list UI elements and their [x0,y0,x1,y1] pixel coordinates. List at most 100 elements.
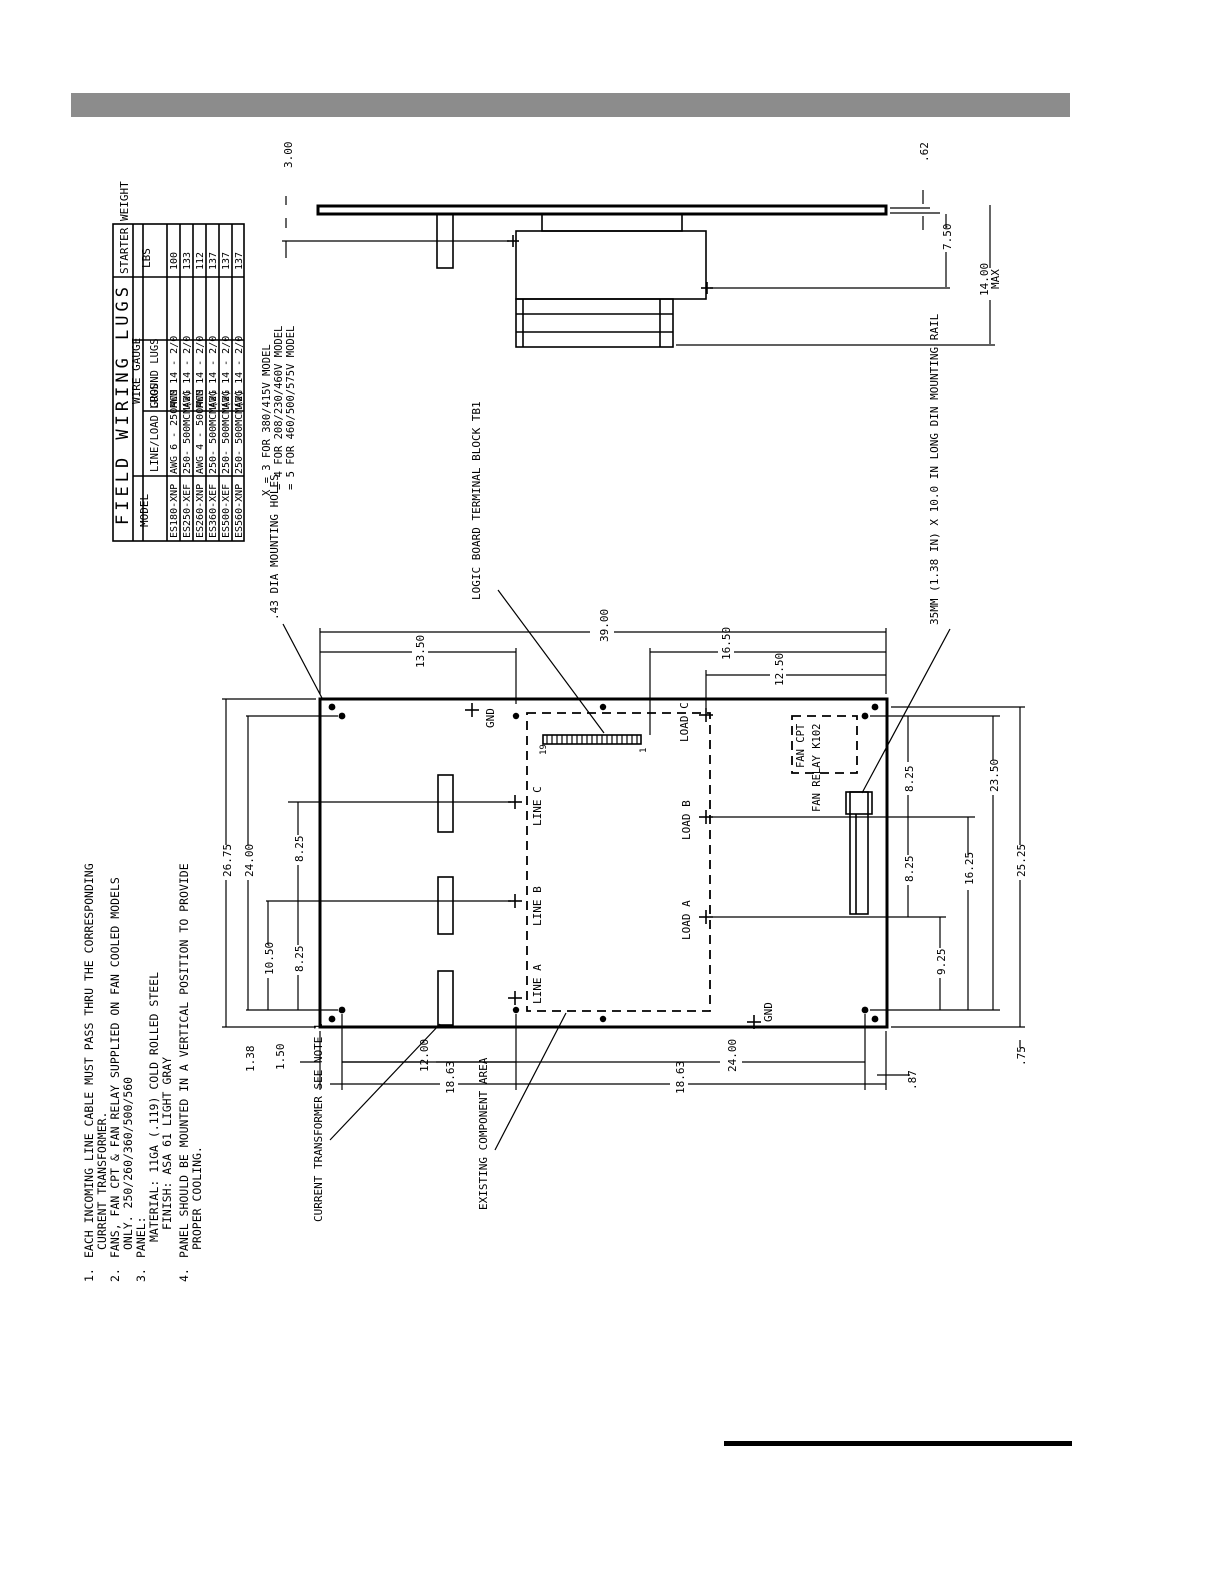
row-6-line-load: 250- 500MCM(2) [234,390,245,474]
row-6-model: ES560-XNP [234,484,245,538]
label-fan-relay: FAN RELAY K102 [811,723,823,812]
terminal-block-pins [546,735,638,744]
table-header-weight: STARTER WEIGHT [118,181,131,274]
table-row: ES560-XNP 250- 500MCM(2) AWG 14 - 2/0 13… [234,252,245,538]
notes: 1. EACH INCOMING LINE CABLE MUST PASS TH… [82,863,204,1282]
dim-18-63-a: 18.63 [444,1061,457,1094]
dim-9-25: 9.25 [935,949,948,976]
callout-existing-area: EXISTING COMPONENT AREA [477,1057,490,1210]
note-4-line-1: PANEL SHOULD BE MOUNTED IN A VERTICAL PO… [177,863,191,1258]
row-5-weight: 137 [221,252,232,270]
dim-side-max: MAX [989,269,1002,289]
label-load-a: LOAD A [680,900,693,940]
table-row: ES180-XNP AWG 6 - 250MCM AWG 14 - 2/0 10… [169,252,180,538]
table-title: FIELD WIRING LUGS [113,283,133,525]
row-2-weight: 133 [182,252,193,270]
label-load-b: LOAD B [680,800,693,840]
voltage-note-1: X = 3 FOR 380/415V MODEL [261,344,273,496]
row-3-model: ES260-XNP [195,484,206,538]
table-header-model: MODEL [138,494,151,527]
table-row: ES500-XEF 250- 500MCM(2) AWG 14 - 2/0 13… [221,252,232,538]
row-2-ground: AWG 14 - 2/0 [182,336,193,408]
dim-8-25-d: 8.25 [903,856,916,883]
row-6-weight: 137 [234,252,245,270]
dim-18-63-b: 18.63 [674,1061,687,1094]
dim-26-75: 26.75 [221,844,234,877]
row-2-model: ES250-XEF [182,484,193,538]
note-2-num: 2. [108,1268,122,1282]
note-2-line-1: FANS, FAN CPT & FAN RELAY SUPPLIED ON FA… [108,877,122,1258]
dim-8-25-c: 8.25 [903,766,916,793]
dimension-labels: 39.00 13.50 16.50 12.50 26.75 24.00 8.25… [221,609,1028,1094]
current-transformer-a [437,970,454,1026]
existing-component-area [526,712,711,1012]
dim-side-7-50: 7.50 [941,224,954,251]
note-3-line-1: PANEL: [134,1216,148,1258]
dim-25-25: 25.25 [1015,844,1028,877]
row-4-model: ES360-XEF [208,484,219,538]
dimension-lines [222,628,1025,1090]
row-1-model: ES180-XNP [169,484,180,538]
row-6-ground: AWG 14 - 2/0 [234,336,245,408]
dim-side-62: .62 [918,142,931,162]
dim-12-00: 12.00 [418,1039,431,1072]
dim-10-50: 10.50 [263,942,276,975]
callout-mounting-holes: .43 DIA MOUNTING HOLES [268,474,281,620]
label-gnd-top: GND [484,708,497,728]
row-4-weight: 137 [208,252,219,270]
row-1-weight: 100 [169,252,180,270]
header-bar [71,93,1070,117]
tb-pin-1: 1 [639,748,649,753]
dim-8-25-b: 8.25 [293,946,306,973]
label-line-b: LINE B [531,886,544,926]
table-header-wire-gauge: WIRE GAUGE [130,338,143,404]
row-5-model: ES500-XEF [221,484,232,538]
voltage-note-2: = 4 FOR 208/230/460V MODEL [273,326,285,490]
table-header-ground: GROUND LUGS [149,338,161,408]
dim-16-25: 16.25 [963,852,976,885]
dim-12-50: 12.50 [773,653,786,686]
front-view: 19 1 GND GND LINE C LINE B LINE A LOAD B… [318,697,889,1029]
callout-din-rail: 35MM (1.38 IN) X 10.0 IN LONG DIN MOUNTI… [928,313,941,625]
note-4-line-2: PROPER COOLING. [190,1146,204,1250]
callout-current-transformer: CURRENT TRANSFORMER SEE NOTE 1 [312,1023,325,1222]
row-4-line-load: 250- 500MCM(2) [208,390,219,474]
row-4-ground: AWG 14 - 2/0 [208,336,219,408]
dim-side-14-00: 14.00 [978,263,991,296]
tb-pin-19: 19 [539,744,549,755]
table-row: ES250-XEF 250- 500MCM(2) AWG 14 - 2/0 13… [182,252,193,538]
note-1-line-1: EACH INCOMING LINE CABLE MUST PASS THRU … [82,863,96,1258]
table-header-weight-unit: LBS [140,248,153,268]
dim-24-00-left: 24.00 [243,844,256,877]
din-rail [849,791,869,915]
current-transformer-b [437,876,454,935]
note-1-num: 1. [82,1268,96,1282]
dim-1-50: 1.50 [274,1044,287,1071]
table-row: ES260-XNP AWG 4 - 500MCM AWG 14 - 2/0 11… [195,252,206,538]
dim-24-00-bottom: 24.00 [726,1039,739,1072]
note-2-line-2: ONLY. 250/260/360/500/560 [121,1077,135,1250]
fan-cpt-box [791,715,858,774]
current-transformer-c [437,774,454,833]
callouts: .43 DIA MOUNTING HOLES LOGIC BOARD TERMI… [268,313,951,1222]
dim-side-3-00: 3.00 [282,142,295,169]
label-line-c: LINE C [531,786,544,826]
label-line-a: LINE A [531,964,544,1004]
row-3-line-load: AWG 4 - 500MCM [195,390,206,474]
field-wiring-table: FIELD WIRING LUGS MODEL WIRE GAUGE LINE/… [112,181,245,542]
row-1-ground: AWG 14 - 2/0 [169,336,180,408]
dim-23-50: 23.50 [988,759,1001,792]
dim-13-50: 13.50 [414,635,427,668]
label-gnd-bottom: GND [762,1002,775,1022]
table-header-line-load: LINE/LOAD LUGS [149,383,161,472]
note-3-num: 3. [134,1268,148,1282]
callout-logic-board: LOGIC BOARD TERMINAL BLOCK TB1 [470,401,483,600]
panel-outline [318,697,889,1029]
row-1-line-load: AWG 6 - 250MCM [169,390,180,474]
dim-8-25-a: 8.25 [293,836,306,863]
voltage-notes: X = 3 FOR 380/415V MODEL = 4 FOR 208/230… [261,326,297,496]
voltage-note-3: = 5 FOR 460/500/575V MODEL [285,326,297,490]
dim-16-50: 16.50 [720,627,733,660]
row-5-line-load: 250- 500MCM(2) [221,390,232,474]
